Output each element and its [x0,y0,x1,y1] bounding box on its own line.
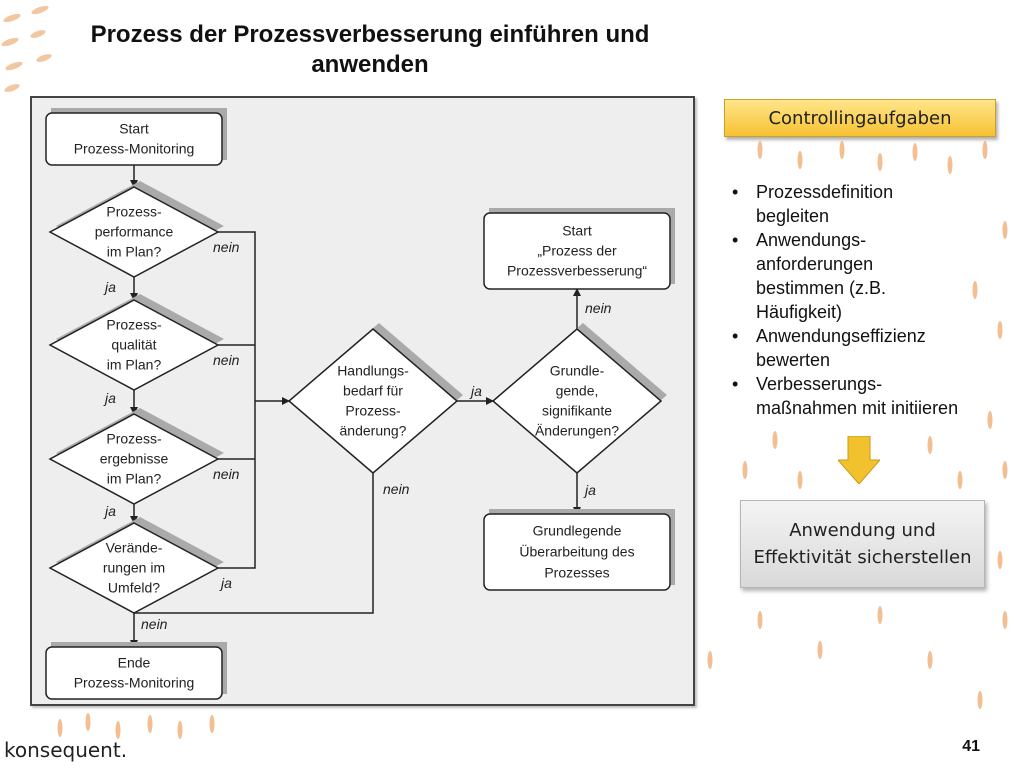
process-box [483,513,671,591]
task-text-line: Häufigkeit) [756,302,843,322]
process-box [45,646,223,700]
edge-label-no: nein [213,352,240,368]
edge-label-yes: ja [103,503,116,519]
node-text-line: Start [562,222,592,238]
node-text-line: Prozessverbesserung“ [507,262,647,278]
node-text-line: rungen im [103,559,165,575]
edge-label-yes: ja [103,279,116,295]
down-arrow-icon [838,436,880,484]
node-q-performance: Prozess-performance im Plan? [48,181,224,278]
node-text-line: änderung? [340,422,407,438]
node-text-line: „Prozess der [537,242,617,258]
task-text-line: anforderungen [756,254,874,274]
node-text-line: qualität [111,336,156,352]
edge-label-yes: ja [583,482,596,498]
node-text-line: im Plan? [107,243,162,259]
decision-diamond [287,328,459,474]
task-text-line: Prozessdefinition [756,182,894,202]
task-text-line: bewerten [756,350,831,370]
controlling-task-item: Verbesserungs-maßnahmen mit initiieren [730,372,1000,420]
task-text-line: Verbesserungs- [756,374,883,394]
process-box [483,212,671,290]
node-text-line: Prozess-Monitoring [74,140,195,156]
node-text-line: Prozesses [544,565,609,581]
node-text-line: im Plan? [107,356,162,372]
edge-label-yes: ja [103,390,116,406]
node-text-line: Ende [118,654,151,670]
node-text-line: Start [119,120,149,136]
company-logo: konsequent. [4,738,128,762]
node-q-results: Prozess-ergebnisse im Plan? [48,408,224,505]
node-text-line: Prozess- [106,430,162,446]
edge-label-no: nein [213,239,240,255]
controlling-task-list: ProzessdefinitionbegleitenAnwendungs-anf… [730,180,1000,420]
node-text-line: Prozess- [106,316,162,332]
page-number: 41 [962,738,980,755]
node-q-changes: Verände-rungen im Umfeld? [48,517,224,614]
decision-diamond [48,299,220,391]
flow-connector [218,231,256,569]
edge-label-yes: ja [469,383,482,399]
edge-label-no: nein [383,481,410,497]
task-text-line: begleiten [756,206,830,226]
task-text-line: Anwendungseffizienz [756,326,926,346]
node-text-line: bedarf für [343,382,403,398]
node-text-line: im Plan? [107,470,162,486]
flowchart-nodes: StartProzess-MonitoringProzess-performan… [45,108,675,700]
edge-label-no: nein [141,616,168,632]
node-text-line: Handlungs- [337,362,409,378]
decision-diamond [48,522,220,614]
process-box [45,112,223,166]
slide-title: Prozess der Prozessverbesserung einführe… [90,21,650,78]
controlling-task-item: Prozessdefinition begleiten [730,180,1000,228]
task-text-line: maßnahmen mit initiieren [756,398,959,418]
node-text-line: Grundlegende [533,523,622,539]
task-text-line: Anwendungs- [756,230,867,250]
controlling-task-item: Anwendungs-anforderungen bestimmen (z.B. H… [730,228,1000,324]
flow-connector [134,473,374,614]
task-text-line: bestimmen (z.B. [756,278,887,298]
node-text-line: Überarbeitung des [519,543,634,560]
decision-diamond [48,186,220,278]
controlling-header: Controllingaufgaben [724,99,996,137]
node-text-line: performance [95,223,174,239]
decision-diamond [491,328,663,474]
node-text-line: Prozess- [106,203,162,219]
node-text-line: Grundle- [550,362,605,378]
node-text-line: signifikante [542,402,612,418]
node-text-line: Umfeld? [108,579,160,595]
result-text-line: Anwendung und [789,520,936,541]
node-text-line: Prozess-Monitoring [74,674,195,690]
flowchart-edge-labels: nein ja nein ja nein ja ja nein nein ja nein ja [103,239,612,632]
node-text-line: Prozess- [345,402,401,418]
flowchart-edges [130,165,581,648]
result-text-line: Effektivität sicherstellen [753,547,972,568]
controlling-task-item: Anwendungseffizienz bewerten [730,324,1000,372]
node-text-line: Änderungen? [535,422,619,438]
node-text-line: ergebnisse [100,450,169,466]
edge-label-yes: ja [219,575,232,591]
edge-label-no: nein [585,300,612,316]
node-text-line: gende, [556,382,599,398]
decision-diamond [48,413,220,505]
node-q-quality: Prozess-qualität im Plan? [48,294,224,391]
node-text-line: Verände- [106,539,163,555]
edge-label-no: nein [213,466,240,482]
